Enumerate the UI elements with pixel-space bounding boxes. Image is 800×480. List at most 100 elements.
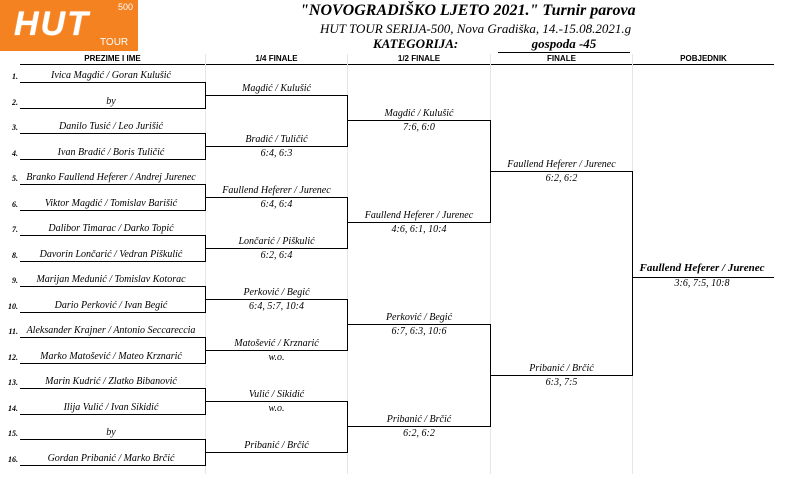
bracket-line: [20, 362, 206, 364]
winner-score: 3:6, 7:5, 10:8: [674, 278, 730, 289]
bracket-line: [205, 298, 347, 300]
grid-line: [205, 54, 206, 474]
bracket-line: [347, 324, 490, 326]
logo-number: 500: [118, 2, 134, 12]
grid-line: [347, 54, 348, 474]
sf-team: Faullend Heferer / Jurenec: [364, 210, 474, 222]
qf-score: 6:2, 6:4: [260, 249, 293, 261]
bracket-line: [490, 375, 632, 377]
qf-team: Perković / Begić: [243, 286, 310, 298]
bracket-line: [20, 82, 206, 83]
entry-name: Gordan Pribanić / Marko Brčić: [47, 452, 175, 464]
bracket-line: [20, 260, 206, 262]
hut-tour-logo: [0, 0, 138, 51]
header-sf: 1/2 FINALE: [348, 54, 490, 65]
category-value: gospoda -45: [498, 36, 630, 53]
bracket-line: [20, 439, 206, 440]
bracket-line: [205, 451, 347, 453]
entry-number: 4.: [12, 148, 18, 158]
entry-number: 11.: [8, 327, 18, 336]
bracket-line: [205, 247, 347, 249]
bracket-line: [20, 235, 206, 236]
entry-number: 2.: [12, 97, 18, 107]
entry-number: 16.: [8, 454, 18, 464]
grid-line: [490, 54, 491, 474]
entry-name: Viktor Magdić / Tomislav Barišić: [44, 197, 178, 209]
entry-name: Dario Perković / Ivan Begić: [54, 299, 168, 311]
bracket-line: [20, 286, 206, 287]
qf-score: 6:4, 5:7, 10:4: [249, 300, 304, 312]
sf-score: 6:7, 6:3, 10:6: [391, 326, 447, 338]
entry-name: Marko Matošević / Mateo Krznarić: [40, 350, 182, 362]
qf-team: Vulić / Sikidić: [248, 388, 305, 400]
entry-name: Aleksander Krajner / Antonio Seccareccia: [26, 325, 196, 336]
header-players: PREZIME I IME: [20, 54, 205, 65]
bracket-line: [20, 337, 206, 338]
header-qf: 1/4 FINALE: [206, 54, 347, 65]
qf-team: Matošević / Krznarić: [234, 337, 319, 349]
entry-name: Branko Faullend Heferer / Andrej Jurenec: [26, 172, 196, 183]
entry-name: Ivan Bradić / Boris Tuličić: [57, 146, 165, 158]
entry-number: 6.: [12, 199, 18, 209]
entry-number: 13.: [8, 378, 18, 387]
entry-name: by: [106, 95, 116, 107]
page-title: "NOVOGRADIŠKO LJETO 2021." Turnir parova: [300, 2, 636, 19]
bracket-line: [347, 426, 490, 428]
entry-name: Marijan Medunić / Tomislav Kotorac: [36, 274, 186, 285]
entry-number: 9.: [12, 276, 18, 285]
logo-text: HUT: [14, 5, 90, 43]
qf-team: Magdić / Kulušić: [242, 82, 311, 94]
qf-score: 6:4, 6:3: [260, 147, 293, 159]
qf-team: Bradić / Tuličić: [245, 133, 308, 145]
bracket-line: [347, 222, 490, 224]
qf-score: w.o.: [268, 402, 285, 414]
sf-team: Magdić / Kulušić: [384, 108, 454, 120]
page-subtitle: HUT TOUR SERIJA-500, Nova Gradiška, 14.-…: [320, 21, 632, 36]
entry-number: 1.: [12, 72, 18, 81]
logo-sub: TOUR: [100, 37, 129, 48]
winner-line: [632, 277, 774, 278]
bracket-line: [20, 158, 206, 160]
sf-score: 4:6, 6:1, 10:4: [391, 224, 447, 236]
entry-name: Marin Kudrić / Zlatko Bibanović: [45, 376, 177, 387]
sf-team: Pribanić / Brčić: [386, 414, 452, 426]
bracket-line: [205, 400, 347, 402]
entry-number: 5.: [12, 174, 18, 183]
bracket-line: [20, 209, 206, 211]
bracket-line: [205, 196, 347, 198]
entry-number: 8.: [12, 250, 18, 260]
sf-score: 6:2, 6:2: [403, 428, 435, 440]
bracket-line: [20, 311, 206, 313]
entry-name: Danilo Tusić / Leo Jurišić: [59, 121, 163, 132]
entry-name: Ilija Vulić / Ivan Sikidić: [63, 401, 159, 413]
entry-number: 12.: [8, 352, 18, 362]
bracket-line: [20, 133, 206, 134]
header-final: FINALE: [491, 54, 632, 65]
bracket-line: [20, 464, 206, 466]
qf-team: Pribanić / Brčić: [244, 439, 309, 451]
bracket-line: [632, 171, 633, 377]
bracket-line: [490, 171, 632, 173]
sf-score: 7:6, 6:0: [403, 122, 435, 134]
entry-number: 10.: [8, 301, 18, 311]
header-winner: POBJEDNIK: [633, 54, 774, 65]
final-team: Pribanić / Brčić: [529, 363, 594, 375]
qf-team: Lončarić / Piškulić: [238, 235, 315, 247]
bracket-line: [20, 184, 206, 185]
category-label: KATEGORIJA:: [373, 36, 459, 51]
qf-score: 6:4, 6:4: [260, 198, 293, 210]
entry-number: 15.: [8, 429, 18, 438]
entry-number: 7.: [12, 225, 18, 234]
bracket-line: [20, 107, 206, 109]
final-team: Faullend Heferer / Jurenec: [507, 159, 616, 171]
bracket-line: [20, 388, 206, 389]
bracket-line: [205, 94, 347, 96]
bracket-line: [20, 413, 206, 415]
entry-number: 14.: [8, 403, 18, 413]
entry-name: Ivica Magdić / Goran Kulušić: [51, 70, 171, 81]
final-score: 6:3, 7:5: [545, 377, 578, 389]
entry-name: Davorin Lončarić / Vedran Piškulić: [39, 248, 183, 260]
winner-team: Faullend Heferer / Jurenec: [639, 262, 765, 274]
entry-name: Dalibor Timarac / Darko Topić: [48, 223, 174, 234]
bracket-line: [205, 349, 347, 351]
